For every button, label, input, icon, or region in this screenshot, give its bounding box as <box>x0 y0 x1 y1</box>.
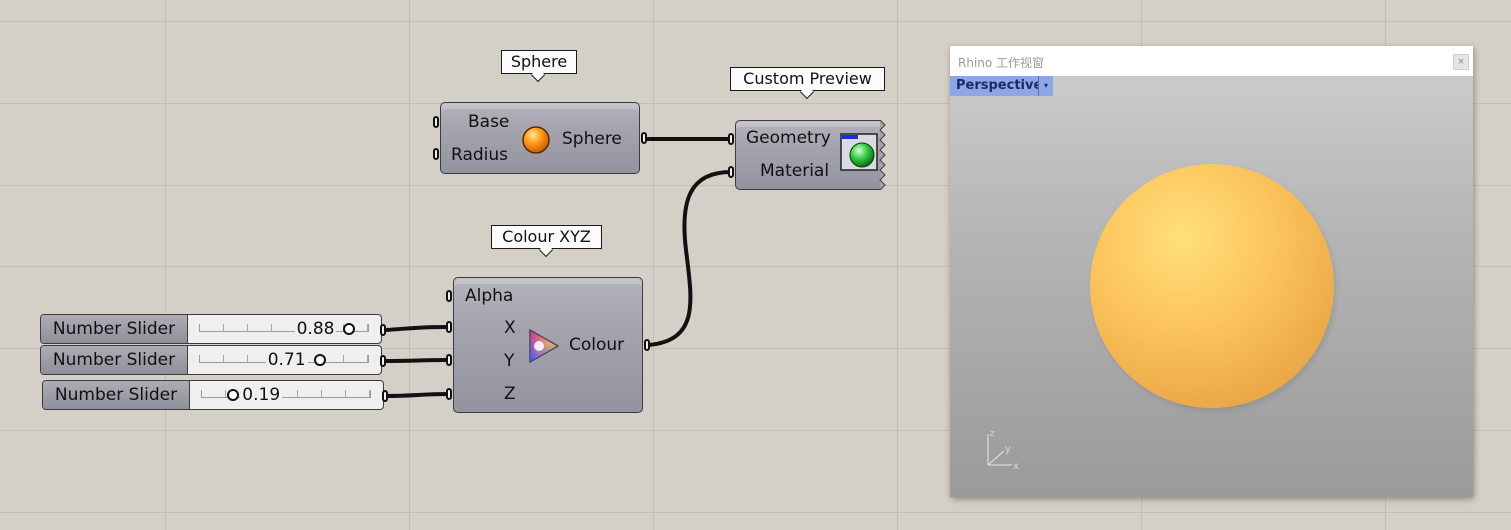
grip-base-input[interactable] <box>433 116 439 128</box>
rhino-viewport[interactable]: Rhino 工作视窗 × Perspective ▾ z y x <box>950 46 1473 497</box>
input-y-label: Y <box>504 351 515 371</box>
axis-z-label: z <box>990 429 995 439</box>
axis-y-label: y <box>1005 444 1011 455</box>
orange-sphere-icon <box>522 126 550 154</box>
slider-knob[interactable] <box>227 389 240 401</box>
grip-sphere-output[interactable] <box>641 132 647 144</box>
slider-name: Number Slider <box>41 315 188 343</box>
input-z-label: Z <box>504 384 516 404</box>
input-x-label: X <box>504 318 516 338</box>
axis-x-label: x <box>1013 461 1019 472</box>
grip-slider-2-output[interactable] <box>380 355 386 367</box>
grip-geometry-input[interactable] <box>728 133 734 145</box>
viewport-titlebar[interactable]: Rhino 工作视窗 × <box>950 46 1473 76</box>
slider-name: Number Slider <box>41 346 188 374</box>
slider-track[interactable] <box>201 390 371 398</box>
number-slider-2[interactable]: Number Slider 0.71 <box>40 345 382 375</box>
grip-material-input[interactable] <box>728 166 734 178</box>
grip-slider-3-output[interactable] <box>382 390 388 402</box>
grip-radius-input[interactable] <box>433 148 439 160</box>
input-base-label: Base <box>468 112 510 132</box>
slider-track[interactable] <box>199 324 369 332</box>
grip-x-input[interactable] <box>446 321 452 333</box>
axis-gizmo-icon: z y x <box>987 429 1019 472</box>
input-radius-label: Radius <box>451 145 509 165</box>
slider-knob[interactable] <box>342 323 355 335</box>
custom-preview-tag: Custom Preview <box>730 67 885 91</box>
slider-value: 0.19 <box>240 385 283 405</box>
zigzag-edge <box>879 120 886 190</box>
custom-preview-component[interactable]: Geometry Material <box>735 120 886 190</box>
viewport-name-label[interactable]: Perspective <box>950 76 1051 96</box>
grip-z-input[interactable] <box>446 388 452 400</box>
grip-alpha-input[interactable] <box>446 290 452 302</box>
viewport-title: Rhino 工作视窗 <box>958 56 1045 70</box>
slider-name: Number Slider <box>43 381 190 409</box>
slider-value: 0.71 <box>265 350 308 370</box>
colour-xyz-component[interactable]: Alpha X Y Z Colour <box>453 277 643 413</box>
colour-xyz-tag: Colour XYZ <box>491 225 602 249</box>
viewport-dropdown-icon[interactable]: ▾ <box>1038 76 1053 96</box>
sphere-component[interactable]: Base Radius Sphere <box>440 102 640 174</box>
grip-slider-1-output[interactable] <box>380 324 386 336</box>
number-slider-1[interactable]: Number Slider 0.88 <box>40 314 382 344</box>
output-sphere-label: Sphere <box>562 129 622 149</box>
rendered-sphere <box>1090 164 1334 408</box>
preview-green-sphere-icon <box>840 133 878 171</box>
slider-value: 0.88 <box>294 319 337 339</box>
grip-colour-output[interactable] <box>644 339 650 351</box>
input-geometry-label: Geometry <box>746 128 831 148</box>
slider-knob[interactable] <box>313 354 326 366</box>
viewport-close-button[interactable]: × <box>1453 54 1469 70</box>
colour-triangle-icon <box>529 328 560 364</box>
input-material-label: Material <box>760 161 830 181</box>
number-slider-3[interactable]: Number Slider 0.19 <box>42 380 384 410</box>
input-alpha-label: Alpha <box>465 286 514 306</box>
output-colour-label: Colour <box>569 335 625 355</box>
grip-y-input[interactable] <box>446 354 452 366</box>
sphere-tag: Sphere <box>501 50 577 74</box>
